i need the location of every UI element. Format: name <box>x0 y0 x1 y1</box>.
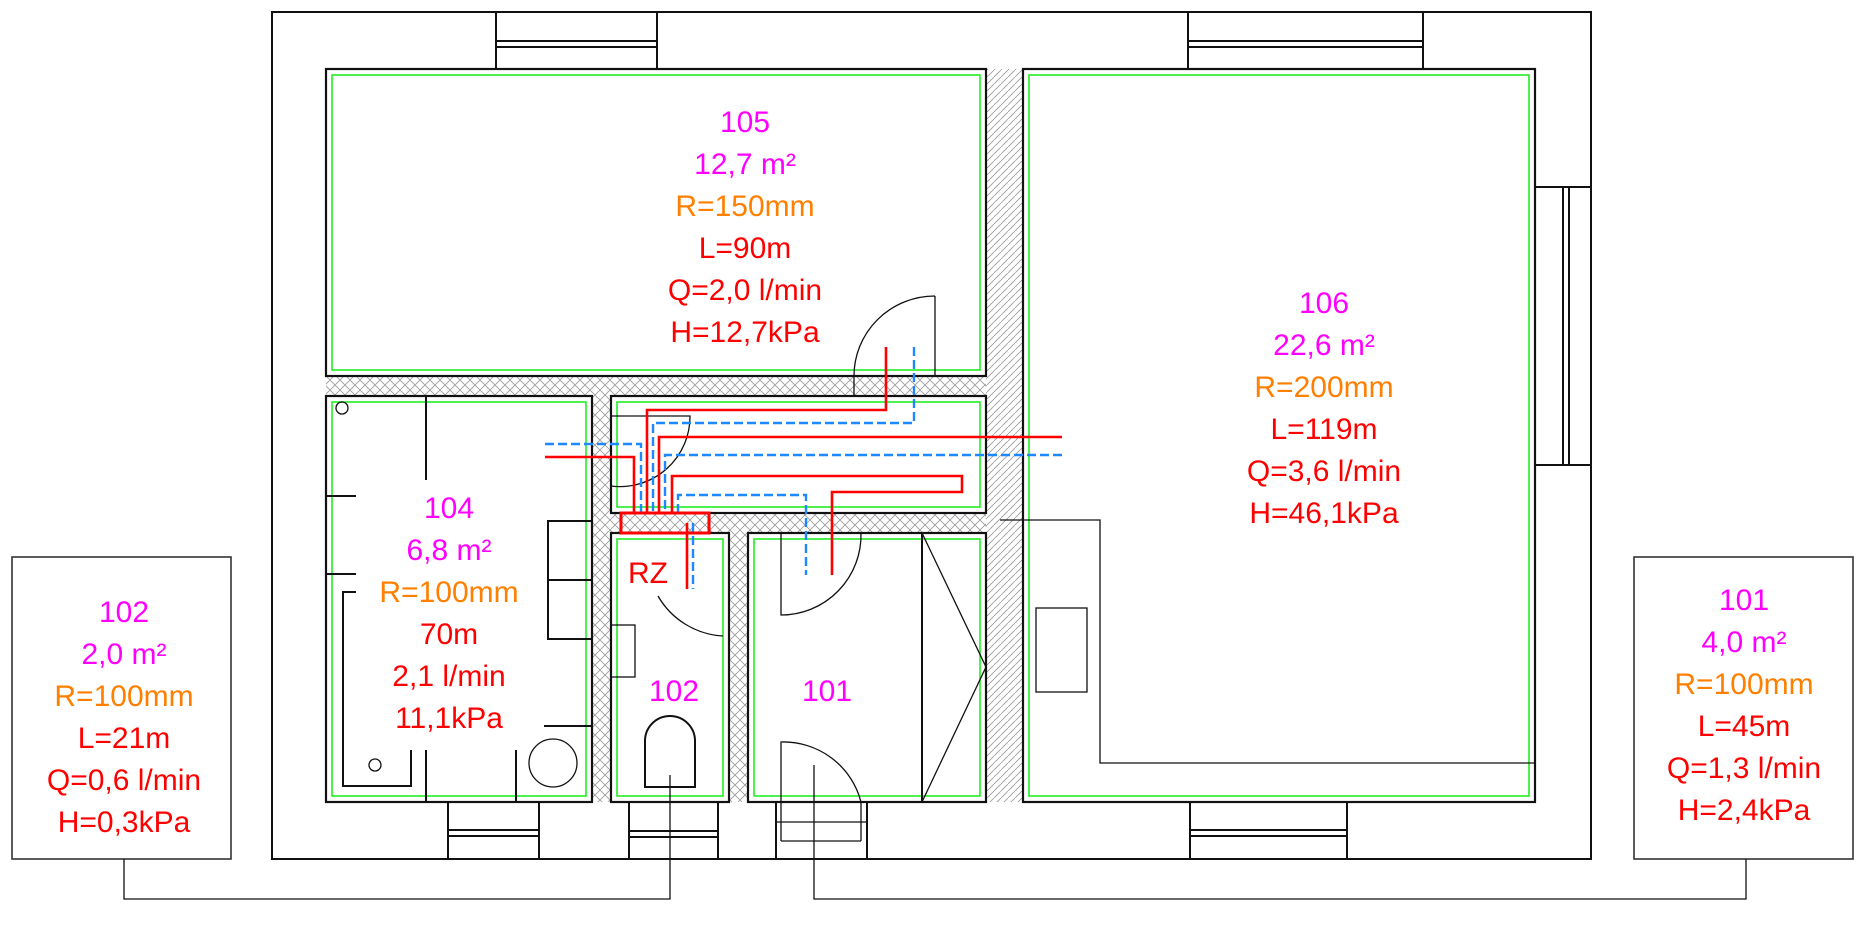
heated-area-105 <box>331 74 981 371</box>
door-swing-105 <box>853 295 936 396</box>
door-swing-101-top <box>780 532 862 616</box>
callout-box-102 <box>11 556 232 860</box>
kitchen-counter <box>1000 519 1535 764</box>
svg-text:105: 105 <box>720 106 770 139</box>
window-bottom-left <box>447 802 540 859</box>
callout-label-102: 102 2,0 m² R=100mm L=21m Q=0,6 l/min H=0… <box>47 596 201 839</box>
heating-pipes <box>545 347 1062 589</box>
door-swing-102 <box>657 595 724 637</box>
svg-text:6,8 m²: 6,8 m² <box>406 534 491 567</box>
wardrobe-icon <box>921 532 987 803</box>
supply-pipe-hall <box>670 474 964 575</box>
heated-area-101 <box>753 538 981 797</box>
door-swing-104 <box>610 415 691 488</box>
wall-hatch-diag <box>986 69 1023 802</box>
room-102[interactable] <box>609 531 731 804</box>
svg-text:L=21m: L=21m <box>78 722 171 755</box>
svg-text:H=46,1kPa: H=46,1kPa <box>1249 497 1399 530</box>
label-rz: RZ <box>628 557 668 590</box>
supply-pipe-106 <box>657 435 1062 513</box>
svg-text:102: 102 <box>99 596 149 629</box>
heated-area-104 <box>331 401 587 797</box>
svg-text:106: 106 <box>1299 287 1349 320</box>
svg-text:2,1 l/min: 2,1 l/min <box>392 660 505 693</box>
wall-hatch-mid3 <box>729 533 748 802</box>
svg-text:Q=1,3 l/min: Q=1,3 l/min <box>1667 752 1821 785</box>
svg-text:12,7 m²: 12,7 m² <box>694 148 796 181</box>
window-top-left <box>495 12 658 69</box>
svg-text:2,0 m²: 2,0 m² <box>81 638 166 671</box>
washing-machine-icon <box>528 738 578 788</box>
room-106[interactable] <box>1021 67 1537 804</box>
svg-text:H=0,3kPa: H=0,3kPa <box>58 806 191 839</box>
svg-text:R=150mm: R=150mm <box>675 190 814 223</box>
return-pipe-105 <box>651 347 916 513</box>
svg-text:22,6 m²: 22,6 m² <box>1273 329 1375 362</box>
wall-hatch-horizontal <box>326 376 986 396</box>
toilet-icon <box>644 715 696 788</box>
svg-text:R=100mm: R=100mm <box>379 576 518 609</box>
window-right <box>1535 186 1591 466</box>
entrance-door <box>775 802 868 859</box>
svg-text:L=90m: L=90m <box>699 232 792 265</box>
outer-wall <box>271 11 1592 860</box>
svg-text:104: 104 <box>424 492 474 525</box>
drain-icon <box>335 401 349 415</box>
label-102: 102 <box>649 675 699 708</box>
callout-label-101: 101 4,0 m² R=100mm L=45m Q=1,3 l/min H=2… <box>1667 584 1821 827</box>
room-101[interactable] <box>746 531 988 804</box>
svg-text:Q=3,6 l/min: Q=3,6 l/min <box>1247 455 1401 488</box>
svg-text:H=12,7kPa: H=12,7kPa <box>670 316 820 349</box>
callout-leader-102 <box>123 775 671 900</box>
manifold-rz[interactable] <box>619 511 711 535</box>
svg-text:H=2,4kPa: H=2,4kPa <box>1678 794 1811 827</box>
svg-text:101: 101 <box>1719 584 1769 617</box>
label-101: 101 <box>802 675 852 708</box>
supply-pipe-104 <box>545 455 636 513</box>
window-top-right <box>1187 12 1424 69</box>
window-bottom-102 <box>628 802 719 859</box>
svg-text:R=200mm: R=200mm <box>1254 371 1393 404</box>
svg-text:Q=2,0 l/min: Q=2,0 l/min <box>668 274 822 307</box>
return-pipe-101 <box>676 493 808 575</box>
tub-drain-icon <box>368 758 382 772</box>
svg-text:70m: 70m <box>420 618 478 651</box>
callout-box-101 <box>1633 556 1854 860</box>
svg-text:R=100mm: R=100mm <box>54 680 193 713</box>
callout-leader-101 <box>813 765 1747 900</box>
wall-hatch-mid2 <box>611 513 986 533</box>
label-106: 106 22,6 m² R=200mm L=119m Q=3,6 l/min H… <box>1247 287 1401 530</box>
window-bottom-right <box>1189 802 1348 859</box>
sink-102-icon <box>610 624 636 678</box>
svg-text:L=45m: L=45m <box>1698 710 1791 743</box>
svg-text:4,0 m²: 4,0 m² <box>1701 626 1786 659</box>
label-105: 105 12,7 m² R=150mm L=90m Q=2,0 l/min H=… <box>668 106 822 349</box>
supply-pipe-105 <box>645 347 888 513</box>
heated-area-106 <box>1028 74 1530 797</box>
door-swing-101-bottom <box>780 741 862 803</box>
svg-text:L=119m: L=119m <box>1270 413 1377 446</box>
bathtub-icon <box>342 591 412 787</box>
return-pipe-106 <box>663 453 1062 513</box>
svg-text:11,1kPa: 11,1kPa <box>395 702 503 735</box>
stove-icon <box>1035 607 1088 693</box>
wall-hatch-mid <box>592 396 611 802</box>
room-105[interactable] <box>324 67 988 378</box>
label-104: 104 6,8 m² R=100mm 70m 2,1 l/min 11,1kPa <box>379 492 518 735</box>
svg-text:R=100mm: R=100mm <box>1674 668 1813 701</box>
svg-text:Q=0,6 l/min: Q=0,6 l/min <box>47 764 201 797</box>
return-pipe-104 <box>545 442 643 513</box>
